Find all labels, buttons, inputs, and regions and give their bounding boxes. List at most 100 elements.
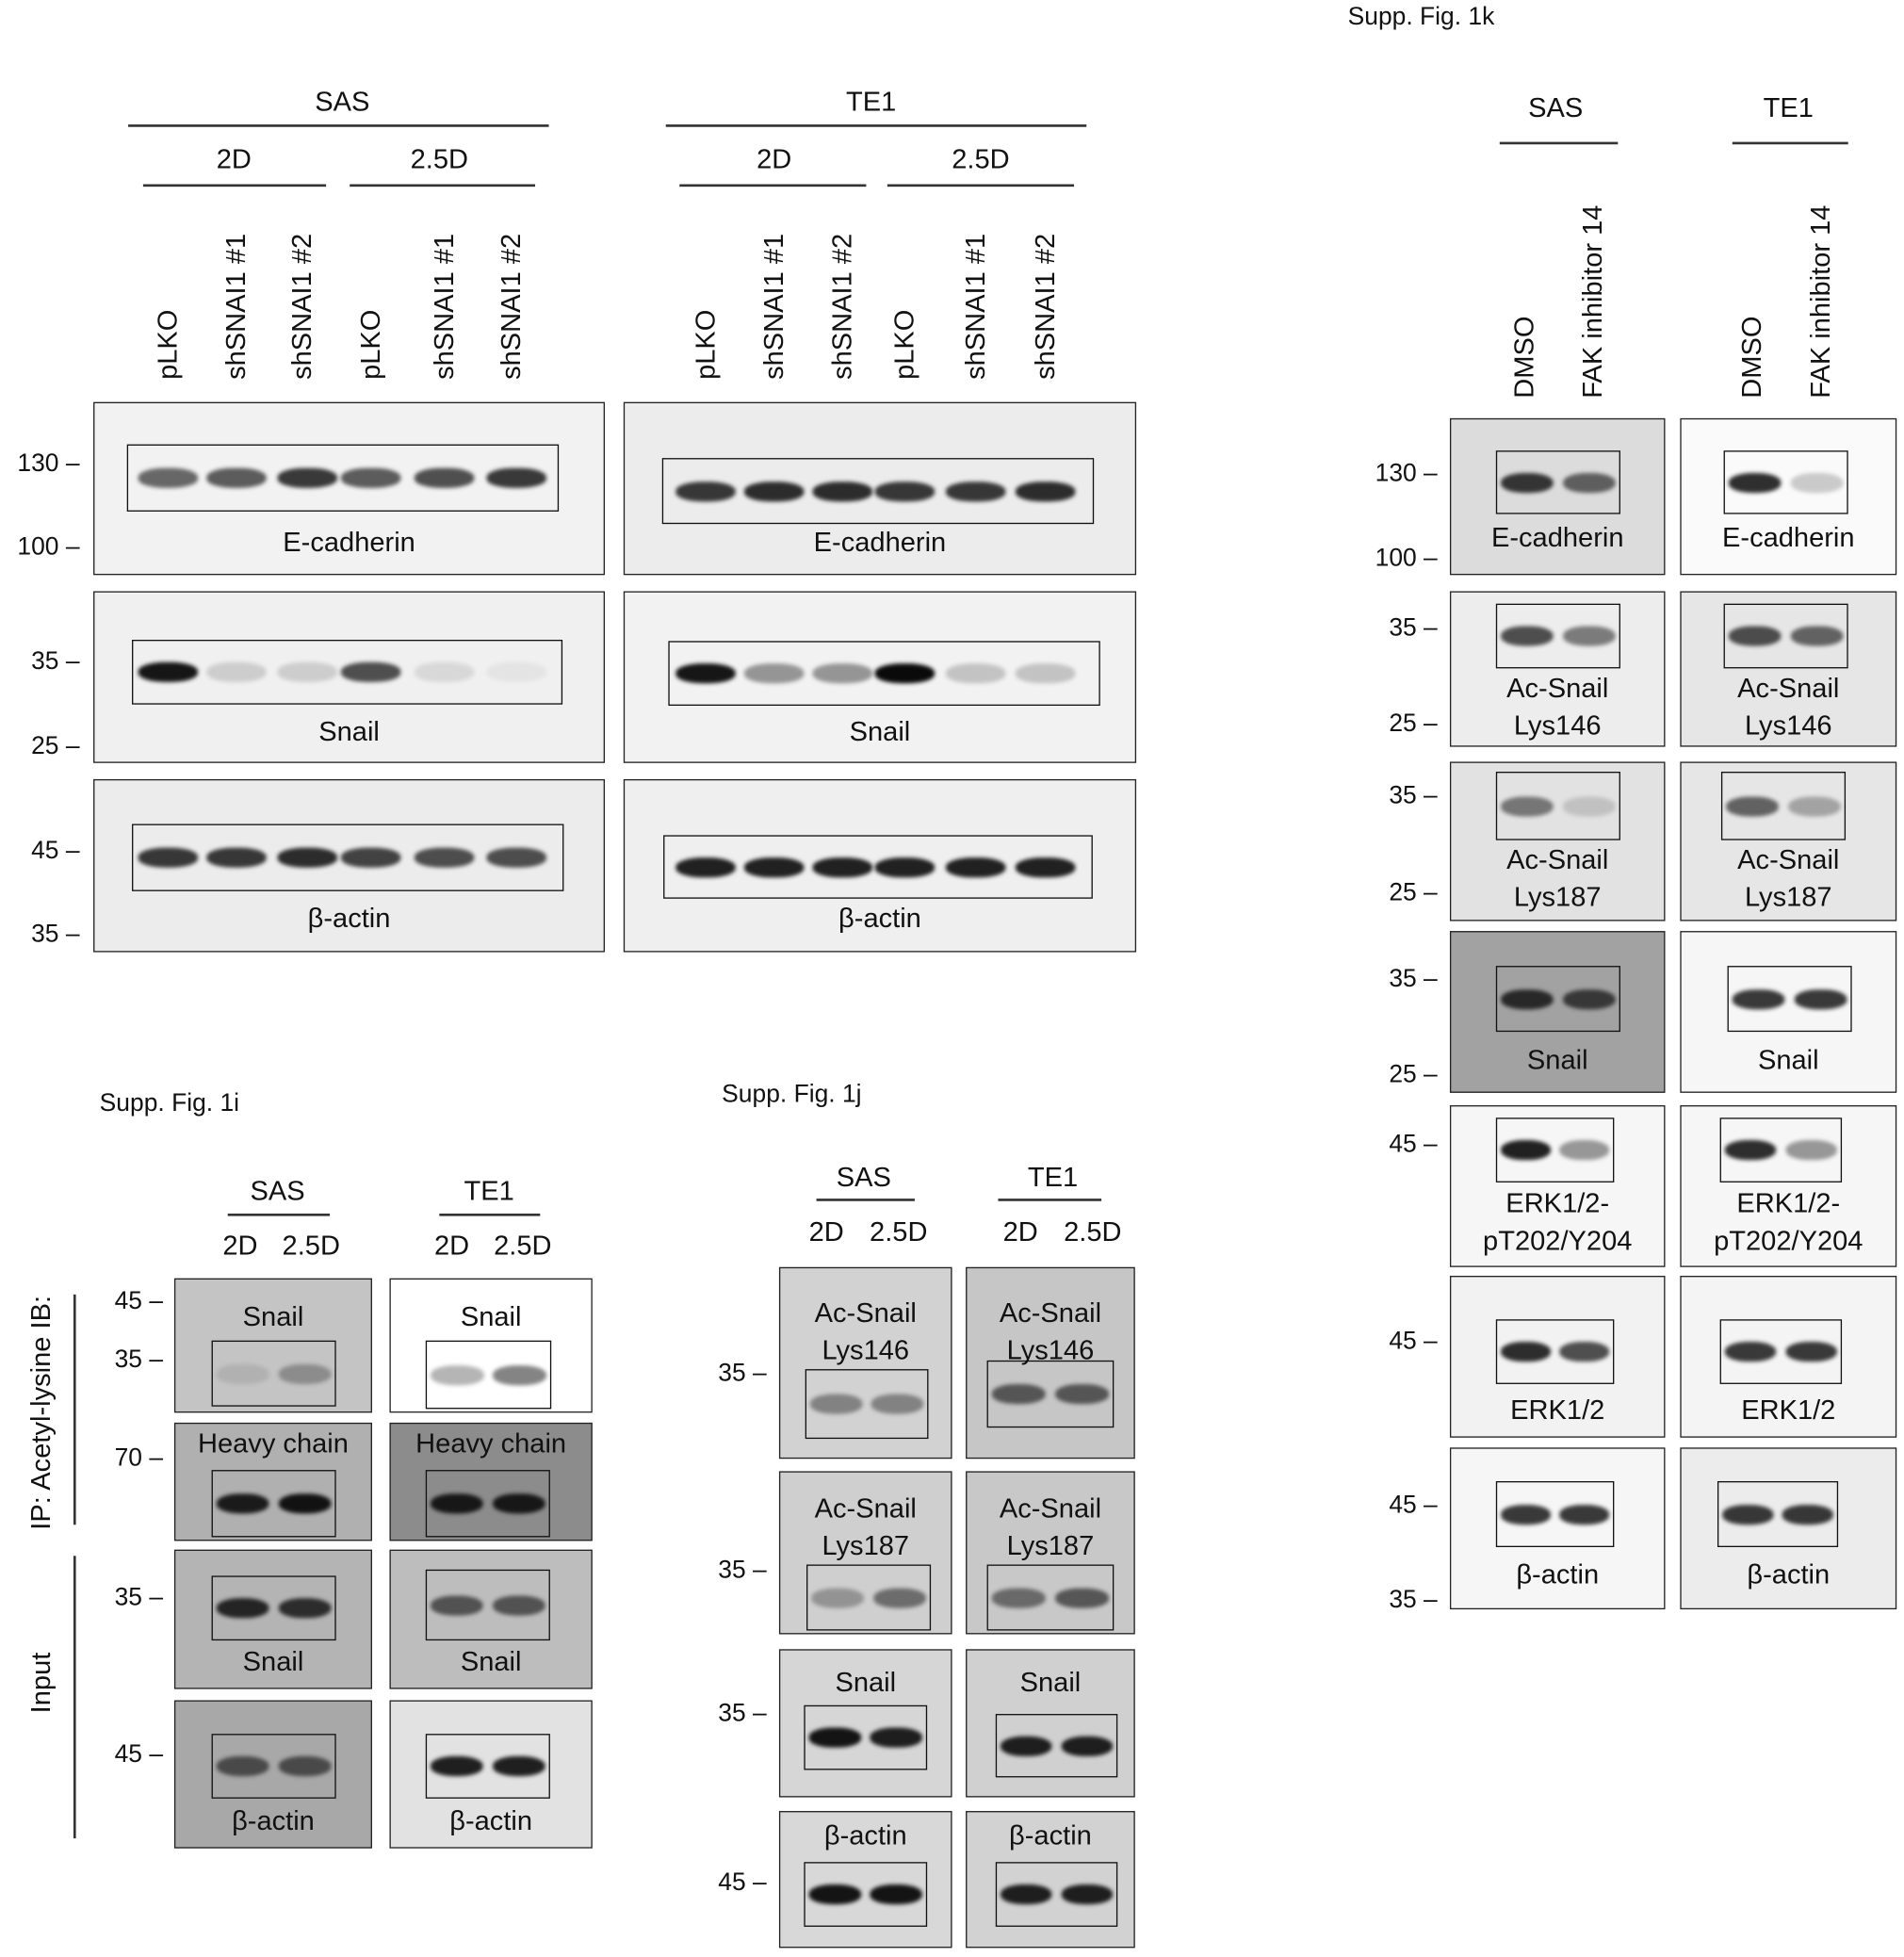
crop-box [1495,450,1620,514]
crop-box [986,1564,1115,1631]
blot-label: β-actin [1516,1557,1600,1590]
protein-band [1724,1140,1777,1161]
protein-band [1000,1884,1052,1905]
lane-label: DMSO [1735,316,1767,399]
blot-panel [1449,1105,1666,1267]
protein-band [1054,1587,1110,1608]
protein-band [874,856,936,877]
mw-marker: 35 [679,1700,766,1728]
blot-panel [1449,1447,1666,1610]
cell-line-header: TE1 [464,1175,514,1207]
cell-line-underline [1499,141,1619,145]
blot-panel [1449,591,1666,747]
mw-marker: 45 [76,1740,163,1769]
blot-label: pT202/Y204 [1714,1224,1863,1256]
lane-label: 2D [1002,1215,1038,1248]
lane-label: 2.5D [282,1230,340,1262]
blot-panel [389,1700,593,1849]
protein-band [340,467,401,488]
blot-label: E-cadherin [1722,521,1855,553]
mw-marker: 35 [76,1346,163,1375]
protein-band [1790,472,1844,493]
protein-band [1015,856,1076,877]
cell-line-underline [1732,141,1848,145]
cell-line-header: TE1 [1027,1161,1079,1193]
mw-marker: 45 [0,837,80,865]
cell-line-header: SAS [250,1175,305,1207]
blot-label: β-actin [449,1804,533,1836]
input-bracket-line [73,1556,76,1839]
protein-band [808,1727,861,1748]
protein-band [216,1598,269,1619]
crop-box [211,1340,336,1407]
lane-label: FAK inhibitor 14 [1576,204,1608,399]
protein-band [1725,795,1780,816]
blot-panel [1449,1276,1666,1438]
protein-band [1728,472,1782,493]
mw-marker: 70 [76,1444,163,1473]
blot-label: Lys187 [822,1529,910,1561]
blot-panel [1680,761,1897,921]
condition-header: 2D [216,142,252,174]
figure-title: Supp. Fig. 1i [99,1089,240,1117]
ip-bracket-line [73,1294,76,1525]
protein-band [414,847,475,868]
condition-header: 2.5D [952,142,1010,174]
blot-panel [1449,417,1666,576]
protein-band [492,1755,545,1777]
lane-label: shSNAI1 #1 [757,233,789,380]
crop-box [995,1714,1118,1778]
protein-band [1728,626,1782,646]
crop-box [1723,450,1848,514]
protein-band [1559,1342,1610,1362]
mw-marker: 45 [1350,1492,1437,1520]
crop-box [1719,1117,1843,1182]
protein-band [1785,1342,1838,1362]
mw-marker: 35 [1350,782,1437,810]
lane-label: 2D [808,1215,844,1248]
protein-band [945,663,1006,684]
protein-band [486,661,546,682]
protein-band [675,856,736,877]
protein-band [991,1383,1046,1405]
mw-marker: 45 [1350,1131,1437,1159]
cell-line-header: TE1 [846,86,897,118]
blot-panel [389,1422,593,1541]
crop-box [1719,1319,1843,1384]
blot-label: β-actin [823,1819,907,1851]
protein-band [278,1755,332,1777]
mw-marker: 130 [0,450,80,479]
crop-box [668,641,1100,707]
protein-band [1785,1140,1838,1161]
protein-band [1724,1342,1777,1362]
protein-band [812,856,873,877]
protein-band [1500,988,1554,1009]
blot-panel [1680,1105,1897,1267]
protein-band [1562,795,1616,816]
blot-label: Snail [460,1645,522,1677]
lane-label: 2.5D [494,1230,552,1262]
figure-title: Supp. Fig. 1k [1347,3,1495,31]
protein-band [810,1587,865,1608]
blot-label: Lys187 [1513,881,1602,913]
blot-panel [1680,417,1897,576]
cell-line-underline [665,124,1087,127]
protein-band [206,661,267,682]
protein-band [1000,1736,1052,1756]
figure-title: Supp. Fig. 1j [722,1081,862,1109]
blot-label: Ac-Snail [814,1297,917,1329]
crop-box [1495,966,1620,1033]
protein-band [1559,1140,1610,1161]
blot-panel [778,1811,952,1949]
lane-label: shSNAI1 #2 [495,233,527,380]
lane-label: pLKO [888,309,920,380]
crop-box [1720,772,1847,840]
blot-label: Ac-Snail [999,1297,1102,1329]
protein-band [873,1587,927,1608]
crop-box [425,1470,550,1538]
blot-label: Lys146 [1744,709,1832,741]
blot-panel [1680,591,1897,747]
blot-panel [1680,1276,1897,1438]
lane-label: 2.5D [1064,1215,1122,1248]
blot-label: β-actin [307,902,391,934]
